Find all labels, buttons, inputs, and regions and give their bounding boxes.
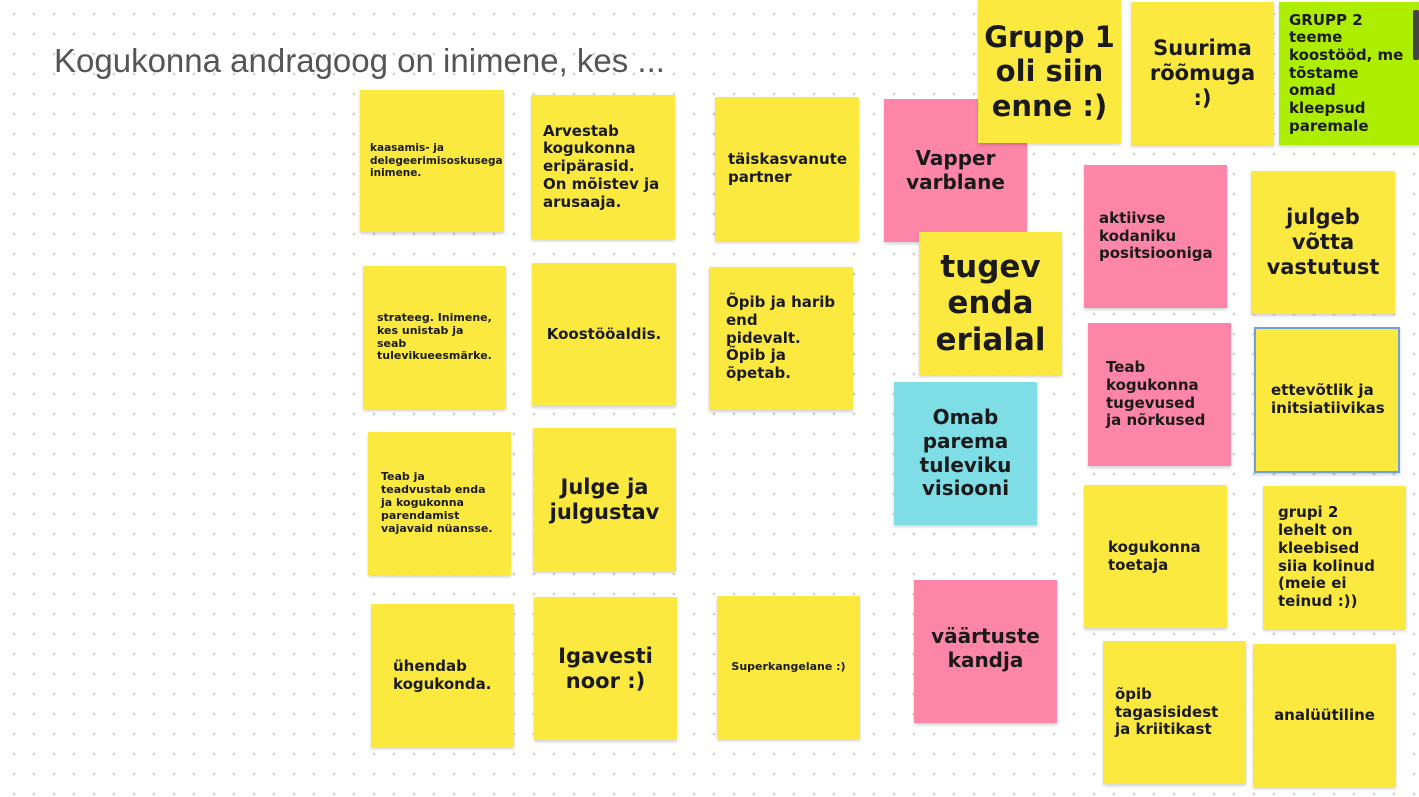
sticky-note-koostooaldis[interactable]: Koostööaldis. [532, 263, 676, 406]
sticky-note-taiskasvanute[interactable]: täiskasvanute partner [715, 97, 859, 241]
sticky-note-suurima-roomuga[interactable]: Suurima rõõmuga :) [1131, 2, 1274, 145]
sticky-note-text: Suurima rõõmuga :) [1149, 36, 1256, 110]
sticky-note-text: aktiivse kodaniku positsiooniga [1099, 208, 1213, 263]
scrollbar-handle[interactable] [1413, 10, 1419, 60]
sticky-note-text: analüütiline [1274, 705, 1375, 724]
sticky-note-text: Vapper varblane [906, 146, 1005, 194]
sticky-note-vaartuste-kandja[interactable]: väärtuste kandja [914, 580, 1057, 723]
sticky-note-teab-ja-teadvustab[interactable]: Teab ja teadvustab enda ja kogukonna par… [368, 432, 511, 575]
sticky-note-text: Teab ja teadvustab enda ja kogukonna par… [381, 470, 493, 535]
sticky-note-opib-tagasisidest[interactable]: õpib tagasisidest ja kriitikast [1103, 641, 1246, 784]
sticky-note-uhendab-kogukonda[interactable]: ühendab kogukonda. [371, 604, 514, 747]
sticky-note-text: Teab kogukonna tugevused ja nõrkused [1106, 358, 1206, 430]
sticky-note-text: ühendab kogukonda. [393, 656, 492, 693]
sticky-note-text: Arvestab kogukonna eripärasid. On mõiste… [543, 121, 660, 211]
sticky-note-text: tugev enda erialal [935, 248, 1046, 358]
sticky-note-opib-ja-harib[interactable]: Õpib ja harib end pidevalt. Õpib ja õpet… [709, 267, 853, 410]
sticky-note-text: GRUPP 2 teeme koostööd, me tõstame omad … [1289, 10, 1404, 135]
sticky-note-text: Õpib ja harib end pidevalt. Õpib ja õpet… [726, 293, 836, 383]
sticky-note-grupi2-lehelt[interactable]: grupi 2 lehelt on kleebised siia kolinud… [1263, 486, 1406, 629]
sticky-note-tugev-enda-erialal[interactable]: tugev enda erialal [919, 232, 1062, 375]
sticky-note-text: ettevõtlik ja initsiatiivikas [1271, 381, 1385, 417]
sticky-note-text: Koostööaldis. [546, 324, 662, 343]
sticky-note-grupp1[interactable]: Grupp 1 oli siin enne :) [978, 0, 1121, 143]
sticky-note-text: Superkangelane :) [731, 660, 846, 674]
sticky-note-text: täiskasvanute partner [728, 150, 847, 186]
sticky-note-text: kogukonna toetaja [1108, 537, 1201, 574]
sticky-note-text: väärtuste kandja [931, 624, 1040, 672]
sticky-note-text: Igavesti noor :) [558, 643, 653, 693]
sticky-note-kogukonna-toetaja[interactable]: kogukonna toetaja [1084, 485, 1227, 628]
board-title: Kogukonna andragoog on inimene, kes ... [54, 42, 665, 79]
sticky-note-julge-ja-julgustav[interactable]: Julge ja julgustav [533, 428, 676, 571]
sticky-note-text: õpib tagasisidest ja kriitikast [1115, 684, 1219, 739]
sticky-note-grupp2[interactable]: GRUPP 2 teeme koostööd, me tõstame omad … [1279, 2, 1419, 145]
sticky-note-kaasamis[interactable]: kaasamis- ja delegeerimisoskusega inimen… [360, 90, 504, 232]
sticky-note-strateeg[interactable]: strateeg. Inimene, kes unistab ja seab t… [363, 266, 506, 409]
sticky-note-omab-parema[interactable]: Omab parema tuleviku visiooni [894, 382, 1037, 525]
sticky-note-text: strateeg. Inimene, kes unistab ja seab t… [377, 310, 492, 363]
sticky-note-julgeb-votta[interactable]: julgeb võtta vastutust [1251, 171, 1395, 314]
sticky-note-text: Omab parema tuleviku visiooni [919, 405, 1012, 501]
sticky-note-text: grupi 2 lehelt on kleebised siia kolinud… [1278, 503, 1375, 610]
sticky-note-superkangelane[interactable]: Superkangelane :) [717, 596, 860, 739]
sticky-note-aktiivse-kodaniku[interactable]: aktiivse kodaniku positsiooniga [1084, 165, 1227, 308]
sticky-note-text: Grupp 1 oli siin enne :) [984, 20, 1115, 123]
sticky-note-ettevotlik[interactable]: ettevõtlik ja initsiatiivikas [1254, 327, 1400, 473]
sticky-note-analuutiline[interactable]: analüütiline [1253, 644, 1396, 787]
sticky-note-text: julgeb võtta vastutust [1266, 205, 1380, 279]
sticky-note-igavesti-noor[interactable]: Igavesti noor :) [534, 597, 677, 740]
sticky-note-text: kaasamis- ja delegeerimisoskusega inimen… [370, 142, 503, 180]
sticky-note-arvestab[interactable]: Arvestab kogukonna eripärasid. On mõiste… [531, 95, 675, 239]
sticky-note-teab-kogukonna-tugevused[interactable]: Teab kogukonna tugevused ja nõrkused [1088, 323, 1231, 466]
sticky-note-text: Julge ja julgustav [549, 474, 660, 524]
